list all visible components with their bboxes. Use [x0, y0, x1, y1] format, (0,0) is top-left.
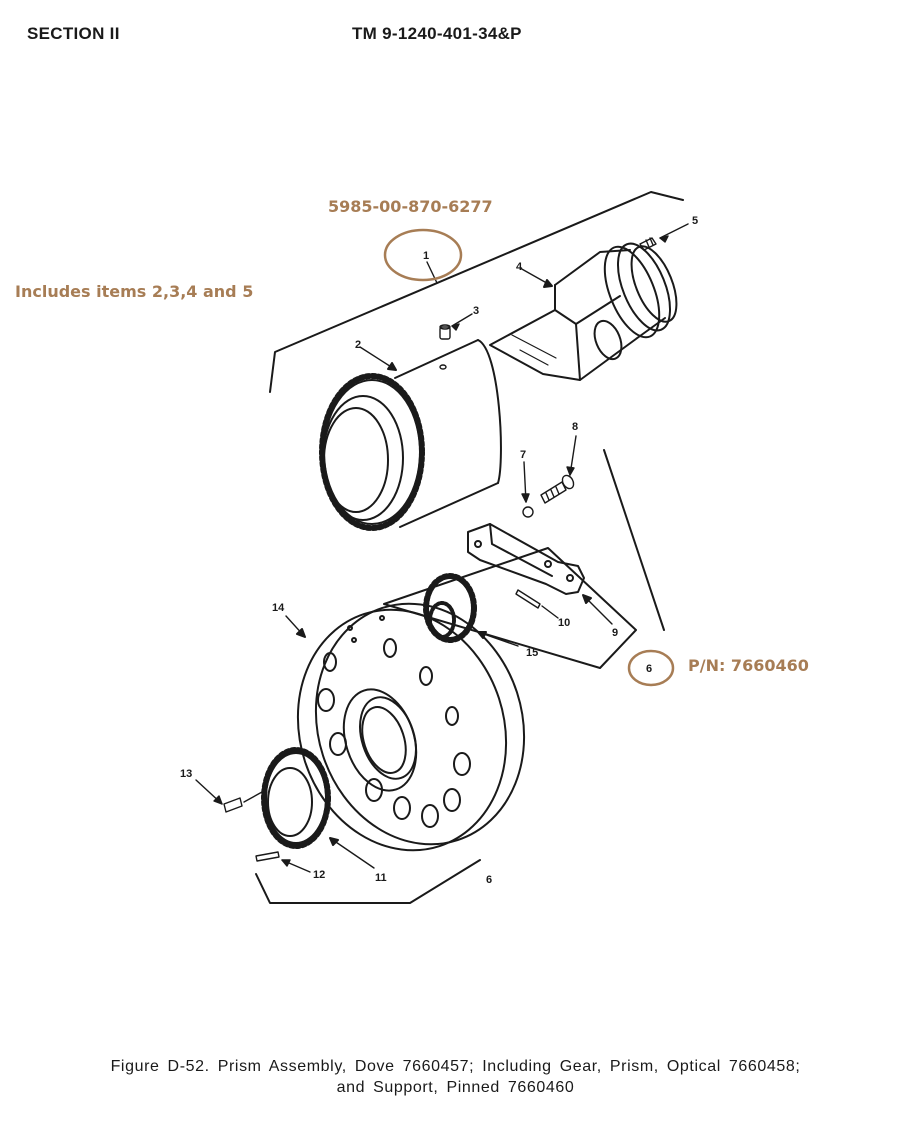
assembly-1-bracket: [269, 191, 684, 393]
pin-item-7: [521, 461, 534, 518]
plate-item-14: [285, 602, 526, 852]
callout-8: 8: [572, 421, 578, 433]
section-label: SECTION II: [27, 24, 120, 43]
technical-manual-number: TM 9-1240-401-34&P: [352, 24, 522, 43]
assembly-6-bracket-box: [383, 547, 637, 669]
callout-7: 7: [520, 449, 526, 461]
callout-4: 4: [516, 261, 523, 273]
assembly-6-bracket-upper: [603, 449, 665, 631]
callout-1: 1: [423, 250, 429, 262]
callout-6-lower: 6: [486, 874, 492, 886]
screw-item-5: [639, 223, 689, 251]
callout-12: 12: [313, 869, 325, 881]
pin-item-12: [255, 851, 311, 873]
figure-caption-line-1: Figure D-52. Prism Assembly, Dove 766045…: [110, 1058, 801, 1075]
callout-10: 10: [558, 617, 570, 629]
callout-5: 5: [692, 215, 698, 227]
callout-15: 15: [526, 647, 538, 659]
nsn-annotation: 5985-00-870-6277: [328, 197, 493, 216]
support-item-9: [467, 523, 613, 625]
small-gear-item-15: [423, 573, 519, 647]
screw-item-13: [195, 779, 263, 813]
callout-13: 13: [180, 768, 192, 780]
part-number-annotation: P/N: 7660460: [688, 656, 809, 675]
includes-items-annotation: Includes items 2,3,4 and 5: [15, 282, 254, 301]
pin-item-10: [515, 589, 559, 619]
highlight-circle-item-6: [627, 649, 675, 687]
figure-caption-line-2: and Support, Pinned 7660460: [336, 1079, 575, 1096]
callout-6: 6: [646, 663, 652, 675]
assembly-6-bracket-lower: [255, 859, 481, 904]
callout-11: 11: [375, 872, 387, 884]
prism-housing-item-4: [489, 242, 678, 381]
callout-14: 14: [272, 602, 285, 614]
callout-3: 3: [473, 305, 479, 317]
callout-9: 9: [612, 627, 618, 639]
set-screw-item-3: [439, 313, 473, 370]
callout-2: 2: [355, 339, 361, 351]
gear-cylinder-item-2: [319, 339, 502, 531]
ring-gear-item-11: [261, 747, 375, 869]
highlight-circle-item-1: [383, 228, 463, 282]
screw-item-8: [540, 435, 577, 504]
